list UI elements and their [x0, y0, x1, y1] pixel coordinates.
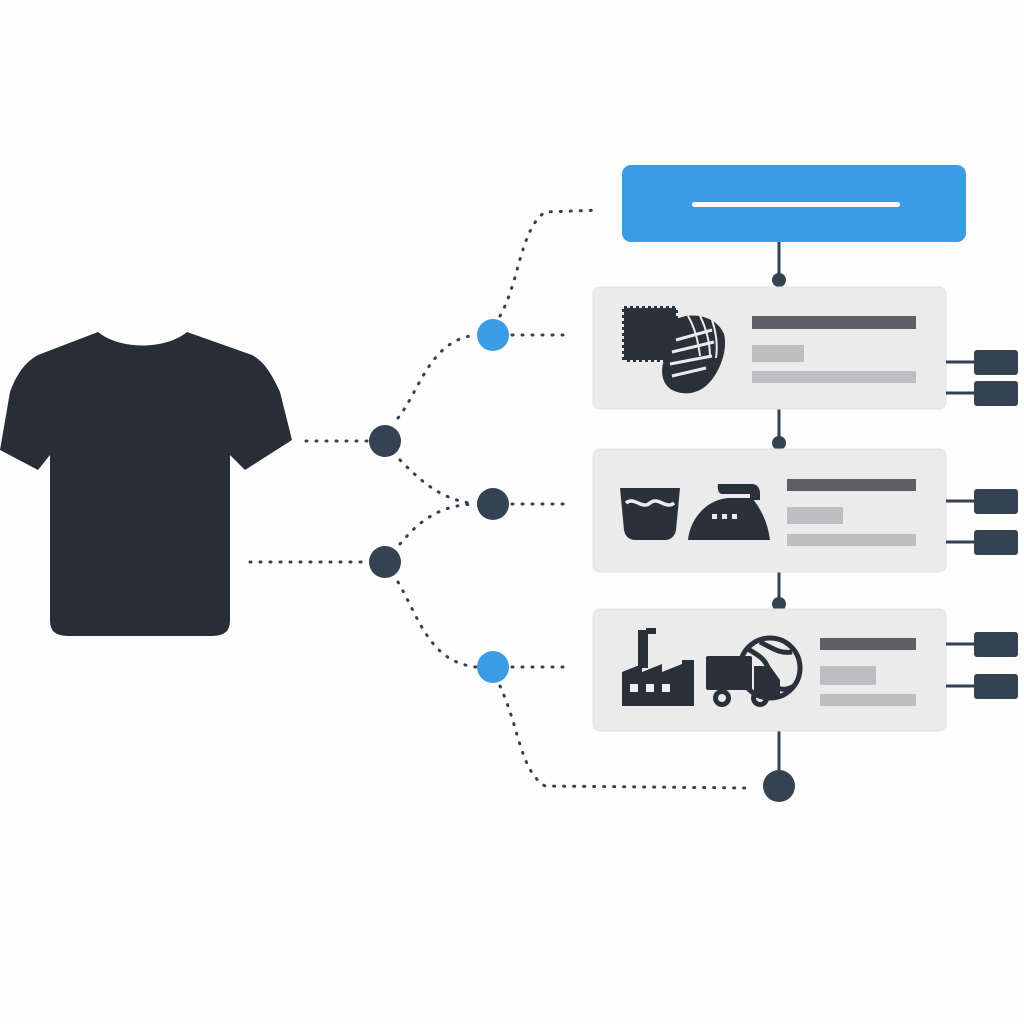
yarn-bundle-icon [662, 315, 726, 394]
port-tab[interactable] [974, 530, 1018, 555]
header-line [692, 202, 900, 207]
tree-node-mid[interactable] [477, 488, 509, 520]
card-materials-title-bar [752, 316, 916, 329]
port-tab[interactable] [974, 350, 1018, 375]
card-production-sub-bar [820, 666, 876, 685]
card-materials-detail-bar [752, 371, 916, 383]
card-care-title-bar [787, 479, 916, 491]
card-care-detail-bar [787, 534, 916, 546]
card-production-title-bar [820, 638, 916, 650]
card-production-detail-bar [820, 694, 916, 706]
port-tabs [946, 360, 975, 688]
card-care-sub-bar [787, 507, 843, 524]
port-tab[interactable] [974, 489, 1018, 514]
factory-icon [622, 628, 694, 706]
connector-upper-to-blue [396, 333, 478, 420]
tree-node-upper[interactable] [369, 425, 401, 457]
port-tab[interactable] [974, 381, 1018, 406]
wash-basin-icon [620, 488, 680, 540]
connector-upper-to-mid [398, 458, 478, 506]
card-care[interactable] [592, 448, 947, 573]
tree-node-blue-bottom[interactable] [477, 651, 509, 683]
card-materials-sub-bar [752, 345, 804, 362]
dotted-connectors [248, 208, 752, 790]
connector-blue-to-end [498, 684, 752, 790]
card-production[interactable] [592, 608, 947, 732]
iron-icon [688, 484, 770, 540]
spine-dot [772, 436, 786, 450]
tree-node-blue-top[interactable] [477, 319, 509, 351]
card-materials[interactable] [592, 286, 947, 410]
connector-blue-to-header [498, 208, 602, 318]
t-shirt-icon [0, 332, 292, 636]
port-tab[interactable] [974, 632, 1018, 657]
spine-dot [772, 597, 786, 611]
port-tab[interactable] [974, 674, 1018, 699]
connector-lower-to-mid [398, 502, 478, 546]
tree-node-lower[interactable] [369, 546, 401, 578]
spine-dot [772, 273, 786, 287]
connector-lower-to-blue [396, 580, 478, 669]
globe-icon [737, 635, 803, 701]
end-node[interactable] [763, 770, 795, 802]
header-bar[interactable] [622, 165, 966, 242]
